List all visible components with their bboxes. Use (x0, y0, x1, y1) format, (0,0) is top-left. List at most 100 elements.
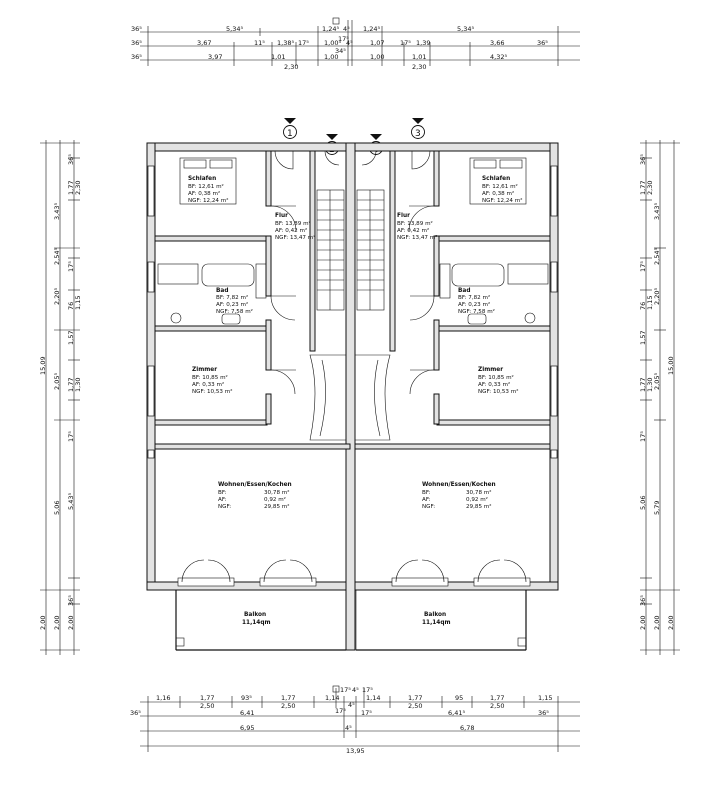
dim-bot-r1-14: 1,77 (490, 694, 504, 702)
dim-bot-r1-2: 2,50 (200, 702, 214, 710)
dim-bot-r2-5: 6,41⁵ (448, 709, 465, 717)
building-walls (146, 142, 559, 651)
room-af-flur-right: AF: 0,42 m² (397, 227, 429, 234)
dim-right-mid-5: 2,00 (653, 616, 661, 630)
dim-top-r1-1: 5,34⁵ (226, 25, 243, 33)
dim-left-mid-1: 2,54⁵ (53, 248, 61, 265)
dim-right-inner-9: 17⁵ (639, 431, 647, 442)
top-dimension-chains: 36⁵ 5,34⁵ 1,24⁵ 4⁵ 1,24⁵ 5,34⁵ 36⁵ 3,67 … (131, 17, 580, 71)
dim-top-r2-10: 1,39 (416, 39, 430, 47)
dim-bot-r3-1: 4⁵ (345, 724, 352, 732)
room-bf-schlafen-left: BF: 12,61 m² (188, 183, 224, 190)
dim-right-inner-4: 76 (639, 302, 647, 310)
dim-bot-r1-11: 1,77 (408, 694, 422, 702)
dim-left-inner-2: 2,30 (74, 181, 82, 195)
dim-bot-r4-0: 13,95 (346, 747, 365, 755)
dim-top-r2-11: 3,66 (490, 39, 504, 47)
dim-top-r2-2: 11⁵ (254, 39, 265, 47)
room-ngf-bad-left: NGF: 7,58 m² (216, 308, 253, 315)
room-af-schlafen-left: AF: 0,38 m² (188, 190, 220, 197)
dim-left-inner-8: 1,30 (74, 378, 82, 392)
dim-bot-r2-0: 36⁵ (130, 709, 141, 717)
dim-right-inner-1: 1,77 (639, 181, 647, 195)
bottom-dimension-chains: 1,16 1,77 2,50 93⁵ 1,77 2,50 1,14 17⁵ 4⁵… (130, 685, 580, 755)
furniture (157, 157, 549, 325)
room-af-bad-left: AF: 0,23 m² (216, 301, 248, 308)
dim-top-r2-7: 4⁵ (346, 39, 353, 47)
room-ngf-bad-right: NGF: 7,58 m² (458, 308, 495, 315)
dim-bot-r1-16: 1,15 (538, 694, 552, 702)
dim-top-r3-0: 36⁵ (131, 53, 142, 61)
dim-bot-r1-7: 17⁵ (340, 686, 351, 694)
dim-top-r1-0: 36⁵ (131, 25, 142, 33)
dim-left-inner-0: 36⁵ (67, 154, 75, 165)
axis-marker-1: 1 (287, 129, 293, 139)
dim-left-mid-0: 3,43⁵ (53, 203, 61, 220)
room-bf-schlafen-right: BF: 12,61 m² (482, 183, 518, 190)
room-af-zimmer-right: AF: 0,33 m² (478, 381, 510, 388)
room-bf-bad-right: BF: 7,82 m² (458, 294, 490, 301)
room-name-schlafen-left: Schlafen (188, 176, 216, 182)
dim-left-inner-7: 1,77 (67, 378, 75, 392)
axis-marker-3: 3 (415, 129, 421, 139)
dim-bot-r2-1: 6,41 (240, 709, 254, 717)
dim-left-inner-4: 76 (67, 302, 75, 310)
room-ngf-zimmer-left: NGF: 10,53 m² (192, 388, 232, 395)
dim-bot-r1-6: 1,14 (325, 694, 339, 702)
dim-left-inner-9: 17⁵ (67, 431, 75, 442)
room-ngf-schlafen-left: NGF: 12,24 m² (188, 197, 228, 204)
dim-right-inner-3: 17⁵ (639, 261, 647, 272)
room-af-schlafen-right: AF: 0,38 m² (482, 190, 514, 197)
room-bf-wohnen-left: BF: (218, 490, 227, 496)
dim-right-inner-8: 1,30 (646, 378, 654, 392)
dim-left-mid-3: 2,05⁵ (53, 373, 61, 390)
room-name-flur-left: Flur (275, 213, 288, 219)
balcony-doors (177, 559, 531, 587)
room-bf-wohnen-right: BF: (422, 490, 431, 496)
dim-right-mid-1: 2,54⁵ (653, 248, 661, 265)
dim-left-outer-1: 2,00 (39, 616, 47, 630)
room-ngf-value-wohnen-left: 29,85 m² (264, 503, 289, 510)
balcony (175, 589, 527, 651)
dim-right-mid-4: 5,79 (653, 501, 661, 515)
room-labels-right: Schlafen BF: 12,61 m² AF: 0,38 m² NGF: 1… (397, 176, 522, 626)
room-ngf-wohnen-left: NGF: (218, 504, 231, 510)
dim-right-inner-11: 36⁵ (639, 595, 647, 606)
dim-bot-r3-0: 6,95 (240, 724, 254, 732)
dim-right-inner-5: 1,15 (646, 296, 654, 310)
dim-bot-r2-3: 4⁵ (348, 701, 355, 709)
dim-top-r2-3: 1,38⁵ (277, 39, 294, 47)
dim-top-r3-4: 1,00 (324, 53, 338, 61)
room-af-wohnen-right: AF: (422, 497, 431, 503)
room-name-flur-right: Flur (397, 213, 410, 219)
dim-top-r3-1: 3,97 (208, 53, 222, 61)
dim-bot-r1-3: 93⁵ (241, 694, 252, 702)
room-name-schlafen-right: Schlafen (482, 176, 510, 182)
stairs (309, 189, 391, 441)
dim-left-inner-3: 17⁵ (67, 261, 75, 272)
room-ngf-flur-left: NGF: 13,47 m² (275, 234, 315, 241)
dim-bot-r1-10: 1,14 (366, 694, 380, 702)
room-bf-flur-left: BF: 13,89 m² (275, 220, 311, 227)
room-name-zimmer-right: Zimmer (478, 367, 503, 373)
dim-top-r1-4: 1,24⁵ (363, 25, 380, 33)
room-area-balkon-right: 11,14qm (422, 620, 451, 626)
dim-bot-r2-4: 17⁵ (361, 709, 372, 717)
room-name-wohnen-right: Wohnen/Essen/Kochen (422, 482, 496, 488)
room-ngf-zimmer-right: NGF: 10,53 m² (478, 388, 518, 395)
dim-top-r2-12: 36⁵ (537, 39, 548, 47)
dim-bot-r1-5: 2,50 (281, 702, 295, 710)
dim-top-r3-7: 1,01 (412, 53, 426, 61)
dim-top-r1-3: 4⁵ (343, 25, 350, 33)
dim-top-r2-4: 17⁵ (298, 39, 309, 47)
room-bf-zimmer-left: BF: 10,85 m² (192, 374, 228, 381)
dim-right-inner-0: 36⁵ (639, 154, 647, 165)
room-bf-zimmer-right: BF: 10,85 m² (478, 374, 514, 381)
dim-left-inner-6: 1,57 (67, 331, 75, 345)
left-dimension-chains: 15,09 2,00 3,43⁵ 2,54⁵ 2,20⁵ 2,05⁵ 5,06 … (39, 140, 82, 655)
dim-top-r3-8: 2,30 (412, 63, 426, 71)
dim-bot-r2-6: 36⁵ (538, 709, 549, 717)
dim-bot-r3-2: 6,78 (460, 724, 474, 732)
dim-top-r3-2: 1,01 (271, 53, 285, 61)
